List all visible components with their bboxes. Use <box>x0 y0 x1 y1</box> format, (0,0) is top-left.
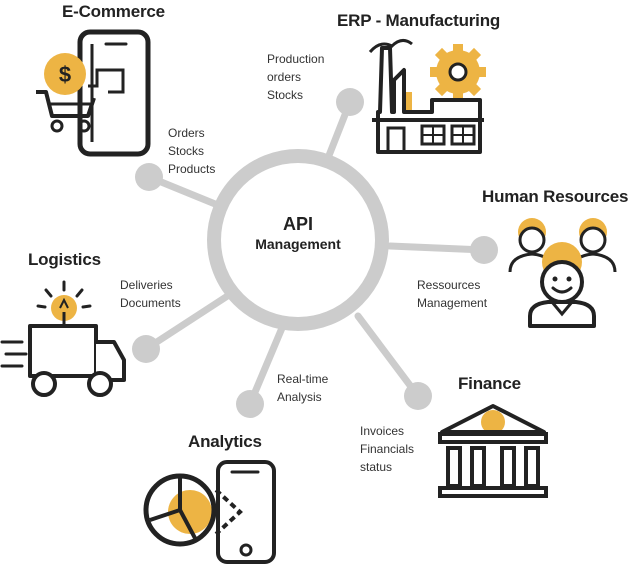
connector-logistics <box>142 291 233 353</box>
logistics-item: Documents <box>120 296 181 310</box>
finance-item: Financials <box>360 442 415 456</box>
ecommerce-items: Orders Stocks Products <box>168 124 215 178</box>
ecommerce-item: Products <box>168 162 216 176</box>
ecommerce-item: Orders <box>168 126 205 140</box>
erp-items: Production orders Stocks <box>267 50 324 104</box>
connector-hr <box>386 242 488 254</box>
hub-ring <box>207 149 389 331</box>
analytics-item: Real-time <box>277 372 329 386</box>
hr-item: Management <box>417 296 488 310</box>
connector-nodes <box>132 88 498 418</box>
finance-item: Invoices <box>360 424 405 438</box>
finance-items: Invoices Financials status <box>360 422 414 476</box>
ecommerce-title: E-Commerce <box>62 2 165 21</box>
hub-label-line2: Management <box>255 236 341 252</box>
erp-title: ERP - Manufacturing <box>337 11 501 30</box>
factory-gear-icon <box>368 39 486 154</box>
svg-text:$: $ <box>59 62 71 87</box>
node-hr <box>470 236 498 264</box>
node-erp <box>336 88 364 116</box>
node-ecommerce <box>135 163 163 191</box>
logistics-items: Deliveries Documents <box>120 276 181 312</box>
people-icon <box>508 218 617 328</box>
node-finance <box>404 382 432 410</box>
hr-title: Human Resources <box>482 187 629 206</box>
finance-title: Finance <box>458 374 521 393</box>
logistics-item: Deliveries <box>120 278 173 292</box>
analytics-items: Real-time Analysis <box>277 370 328 406</box>
node-logistics <box>132 335 160 363</box>
delivery-truck-icon <box>0 280 126 397</box>
hub-label: API Management <box>230 214 366 254</box>
connector-finance <box>354 312 422 400</box>
analytics-item: Analysis <box>277 390 322 404</box>
bank-icon <box>438 404 548 498</box>
shopping-phone-icon: $ <box>36 29 151 157</box>
erp-item: Production <box>267 52 325 66</box>
hr-item: Ressources <box>417 278 481 292</box>
hub-label-line1: API <box>282 214 313 234</box>
erp-item: Stocks <box>267 88 304 102</box>
ecommerce-item: Stocks <box>168 144 205 158</box>
analytics-phone-icon <box>143 460 276 564</box>
erp-item: orders <box>267 70 302 84</box>
finance-item: status <box>360 460 393 474</box>
analytics-title: Analytics <box>188 432 262 451</box>
logistics-title: Logistics <box>28 250 101 269</box>
node-analytics <box>236 390 264 418</box>
hr-items: Ressources Management <box>417 276 487 312</box>
